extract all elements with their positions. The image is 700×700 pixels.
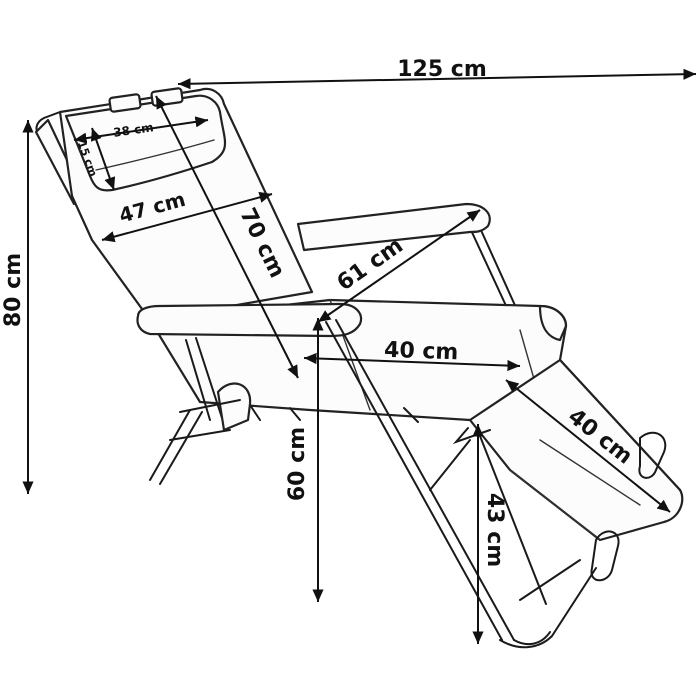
- cross-brace: [429, 439, 581, 601]
- dim-line-armrest-length: [317, 209, 481, 323]
- label-seat-length: 40 cm: [384, 338, 459, 366]
- near-armrest: [136, 302, 363, 338]
- foot-loop-bottom: [590, 530, 620, 582]
- dimension-lines: [22, 68, 697, 644]
- dim-line-backrest-length: [155, 95, 299, 379]
- label-headrest-width: 38 cm: [112, 120, 154, 140]
- far-armrest-support: [469, 227, 519, 313]
- recline-bracket: [216, 382, 252, 432]
- label-seat-height: 43 cm: [482, 493, 507, 567]
- near-leg-base: [499, 567, 597, 649]
- dim-line-footrest-length: [505, 379, 671, 513]
- chair-drawing: [34, 87, 684, 649]
- label-armrest-height: 60 cm: [285, 427, 310, 501]
- headrest-strap-left: [108, 93, 142, 113]
- label-total-height: 80 cm: [1, 253, 26, 327]
- footrest-end: [538, 304, 568, 342]
- dim-line-seat-length: [303, 352, 521, 372]
- dim-line-total-length: [177, 68, 697, 90]
- frame-joint-left: [289, 407, 419, 423]
- label-total-length: 125 cm: [397, 57, 487, 82]
- back-leg-cross: [169, 399, 241, 441]
- dim-line-headrest-height: [90, 127, 116, 191]
- back-legs: [149, 337, 261, 485]
